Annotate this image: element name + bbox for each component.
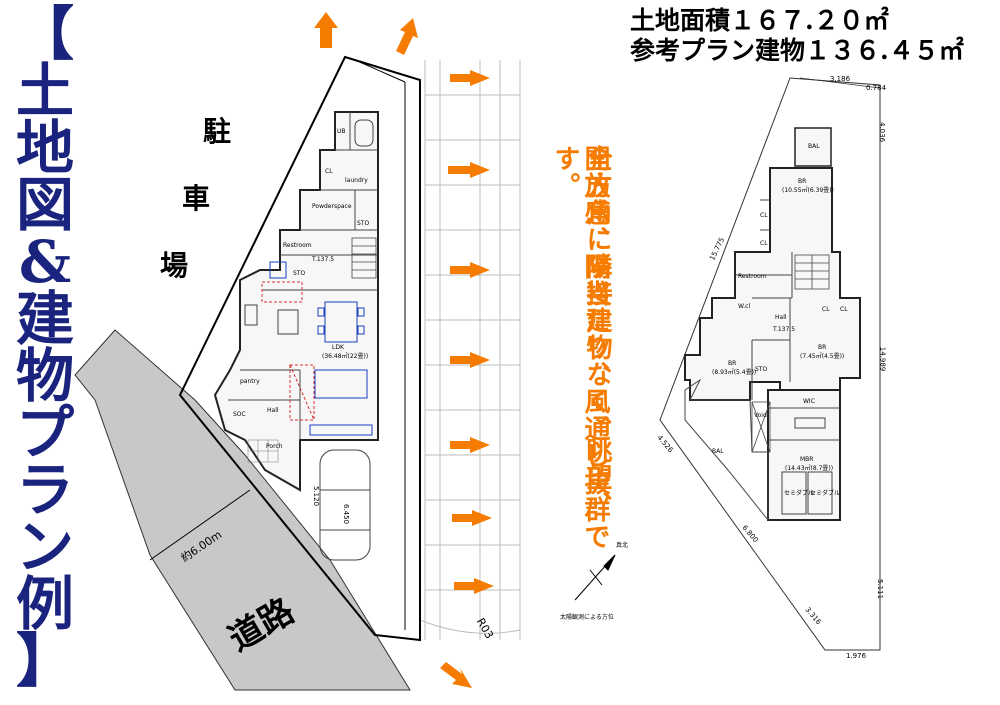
room-sto-2f: STO <box>755 366 768 373</box>
room-hall2: Hall <box>775 314 787 321</box>
title-char: ン <box>15 513 74 581</box>
catchphrase-col2: 開放感、陽当たり、風通し抜群です。 <box>550 145 610 550</box>
parking-char: 場 <box>160 249 189 282</box>
room-laundry: laundry <box>345 177 368 184</box>
bed-label: セミダブル <box>784 490 815 497</box>
area-info: 土地面積１６７.２０㎡ 参考プラン建物１３６.４５㎡ <box>630 6 964 66</box>
site-boundary <box>178 55 421 642</box>
room-restroom2: Restroom <box>738 273 767 280</box>
floor2-dim: 4.036 <box>878 121 887 143</box>
room-hall: Hall <box>267 407 279 414</box>
room-bal-bottom: BAL <box>712 448 724 455</box>
floor2-level: T.137.5 <box>773 326 796 333</box>
floor1-dim: 5.120 <box>312 485 321 507</box>
room-sto: STO <box>357 220 370 227</box>
room-cl4: CL <box>840 306 848 313</box>
room-bal-top: BAL <box>808 143 820 150</box>
room-br2-size: (8.93㎡(5.4畳)) <box>712 369 757 376</box>
room-ldk-size: (36.48㎡(22畳)) <box>322 353 369 360</box>
title-char: 図 <box>15 171 74 239</box>
building-area: 参考プラン建物１３６.４５㎡ <box>630 36 964 65</box>
north-label: 真北 <box>616 542 629 549</box>
catchphrase-col1: 全方角に隣接建物なく、 <box>582 145 612 442</box>
parking-char: 車 <box>182 182 211 215</box>
room-ldk: LDK <box>332 344 344 351</box>
title-char: 建 <box>15 285 74 353</box>
bed-label: セミダブル <box>810 490 841 497</box>
vertical-title: 【 土 地 図 & 建 物 プ ラ ン 例 】 <box>8 0 82 695</box>
floor2-site-boundary <box>659 77 881 651</box>
car-outline <box>319 449 371 561</box>
floor2-dim: 3.186 <box>830 75 851 83</box>
title-char: 例 <box>15 570 74 638</box>
room-br1: BR <box>798 178 807 185</box>
title-char: 物 <box>15 342 74 410</box>
land-area: 土地面積１６７.２０㎡ <box>630 6 889 35</box>
floor2-dim: 14.989 <box>878 346 887 372</box>
room-void: Void <box>754 412 767 419</box>
direction-arrows <box>314 12 494 688</box>
room-br2: BR <box>728 360 737 367</box>
room-cl1: CL <box>760 212 768 219</box>
room-mbr-size: (14.43㎡(8.7畳)) <box>785 465 834 472</box>
title-char: & <box>18 228 72 296</box>
room-porch: Porch <box>266 443 283 450</box>
floor1-walls <box>213 111 379 492</box>
floor2-dim: 0.784 <box>866 84 887 92</box>
title-char: 【 <box>15 0 74 68</box>
title-char: 地 <box>15 114 74 182</box>
room-br3: BR <box>818 344 827 351</box>
road-area <box>74 329 411 691</box>
room-cl: CL <box>325 168 333 175</box>
room-ub: UB <box>337 128 346 135</box>
north-arrow <box>574 554 616 601</box>
floor1-dim: 6.450 <box>342 503 351 525</box>
room-powder: Powderspace <box>312 203 352 210</box>
room-pantry: pantry <box>240 378 260 385</box>
floor2-walls <box>684 167 861 521</box>
room-sto2: STO <box>293 270 306 277</box>
room-cl2: CL <box>760 240 768 247</box>
room-wic: WIC <box>803 398 815 405</box>
room-br3-size: (7.45㎡(4.5畳)) <box>800 353 845 360</box>
floor2-dim: 5.111 <box>876 578 885 600</box>
title-char: プ <box>15 399 74 467</box>
neighbour-grid <box>419 60 521 640</box>
title-char: 】 <box>15 627 74 695</box>
room-soc: SOC <box>233 411 246 418</box>
floor1-level: T.137.5 <box>312 256 335 263</box>
room-mbr: MBR <box>800 456 814 463</box>
title-char: ラ <box>15 456 74 524</box>
north-caption: 太陽観測による方位 <box>560 614 614 621</box>
room-wcl: W.cl <box>738 303 751 310</box>
road-width-line <box>149 489 251 561</box>
catchphrase-col2b: 眺望、 <box>582 437 612 518</box>
room-cl3: CL <box>822 306 830 313</box>
room-br1-size: (10.55㎡(6.39畳)) <box>782 187 834 194</box>
title-char: 土 <box>15 57 74 125</box>
room-restroom: Restroom <box>283 242 312 249</box>
floor2-dim: 1.976 <box>846 652 867 660</box>
parking-char: 駐 <box>203 115 232 148</box>
